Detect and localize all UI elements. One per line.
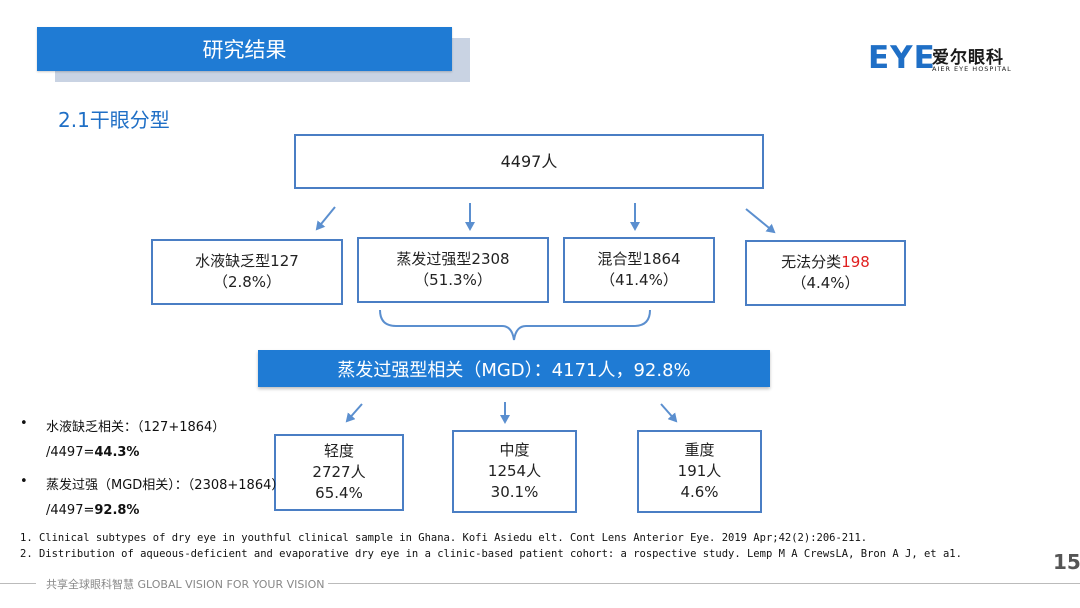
aqueous-deficient-box: 水液缺乏型127 （2.8%）	[151, 239, 343, 305]
footer-slogan: 共享全球眼科智慧 GLOBAL VISION FOR YOUR VISION	[46, 578, 325, 591]
footer-divider-left	[0, 583, 36, 584]
note-mgd-line1: 蒸发过强（MGD相关）：（2308+1864）	[46, 478, 285, 493]
type-pct: （41.4%）	[600, 271, 678, 289]
unclassified-box: 无法分类198 （4.4%）	[745, 240, 906, 306]
note-mgd-line2: /4497=92.8%	[46, 503, 139, 518]
severity-label: 重度	[684, 441, 715, 459]
severity-count: 2727人	[312, 463, 366, 481]
arrow-to-aqueous	[315, 206, 336, 231]
type-label-line: 无法分类198	[781, 252, 870, 273]
severity-pct: 65.4%	[315, 484, 363, 502]
logo-name-cn: 爱尔眼科	[932, 48, 1004, 68]
type-label: 蒸发过强型2308	[396, 250, 510, 268]
brace	[379, 309, 651, 341]
mixed-box: 混合型1864 （41.4%）	[563, 237, 715, 303]
type-count: 198	[841, 253, 870, 271]
mild-box: 轻度 2727人 65.4%	[274, 434, 404, 511]
note-value: 44.3%	[94, 445, 140, 460]
mgd-summary-bar: 蒸发过强型相关（MGD）：4171人，92.8%	[258, 350, 770, 387]
total-box: 4497人	[294, 134, 764, 189]
type-pct: （4.4%）	[791, 274, 860, 292]
type-label: 无法分类	[781, 253, 842, 271]
note-value: 92.8%	[94, 503, 140, 518]
severity-label: 中度	[499, 441, 530, 459]
arrow-to-unclassified	[745, 208, 776, 234]
total-label: 4497人	[500, 152, 558, 171]
arrow-to-severe	[660, 403, 678, 423]
type-label: 水液缺乏型127	[195, 252, 299, 270]
logo-mark: EYE	[868, 40, 936, 76]
arrow-to-mild	[345, 403, 363, 423]
bullet-dot: •	[20, 416, 28, 431]
bullet-dot: •	[20, 474, 28, 489]
page-title: 研究结果	[37, 27, 452, 71]
type-pct: （2.8%）	[212, 273, 282, 291]
severity-label: 轻度	[323, 442, 354, 460]
note-prefix: /4497=	[46, 445, 95, 460]
type-label: 混合型1864	[597, 250, 681, 268]
note-aqueous-line1: 水液缺乏相关：（127+1864）	[46, 420, 226, 435]
severity-pct: 4.6%	[680, 483, 719, 501]
logo: EYE 爱尔眼科 AIER EYE HOSPITAL	[868, 40, 1043, 80]
severity-pct: 30.1%	[490, 483, 539, 501]
moderate-box: 中度 1254人 30.1%	[452, 430, 577, 513]
page-number: 15	[1053, 550, 1080, 574]
logo-name-en: AIER EYE HOSPITAL	[932, 65, 1012, 73]
severity-count: 1254人	[487, 462, 542, 480]
section-subtitle: 2.1干眼分型	[58, 108, 170, 132]
severity-count: 191人	[677, 462, 722, 480]
reference-2: 2. Distribution of aqueous-deficient and…	[20, 548, 962, 560]
note-aqueous-line2: /4497=44.3%	[46, 445, 139, 460]
severe-box: 重度 191人 4.6%	[637, 430, 762, 513]
evaporative-box: 蒸发过强型2308 （51.3%）	[357, 237, 549, 303]
type-pct: （51.3%）	[414, 271, 492, 289]
reference-1: 1. Clinical subtypes of dry eye in youth…	[20, 532, 868, 544]
footer-divider-right	[328, 583, 1080, 584]
note-prefix: /4497=	[46, 503, 95, 518]
